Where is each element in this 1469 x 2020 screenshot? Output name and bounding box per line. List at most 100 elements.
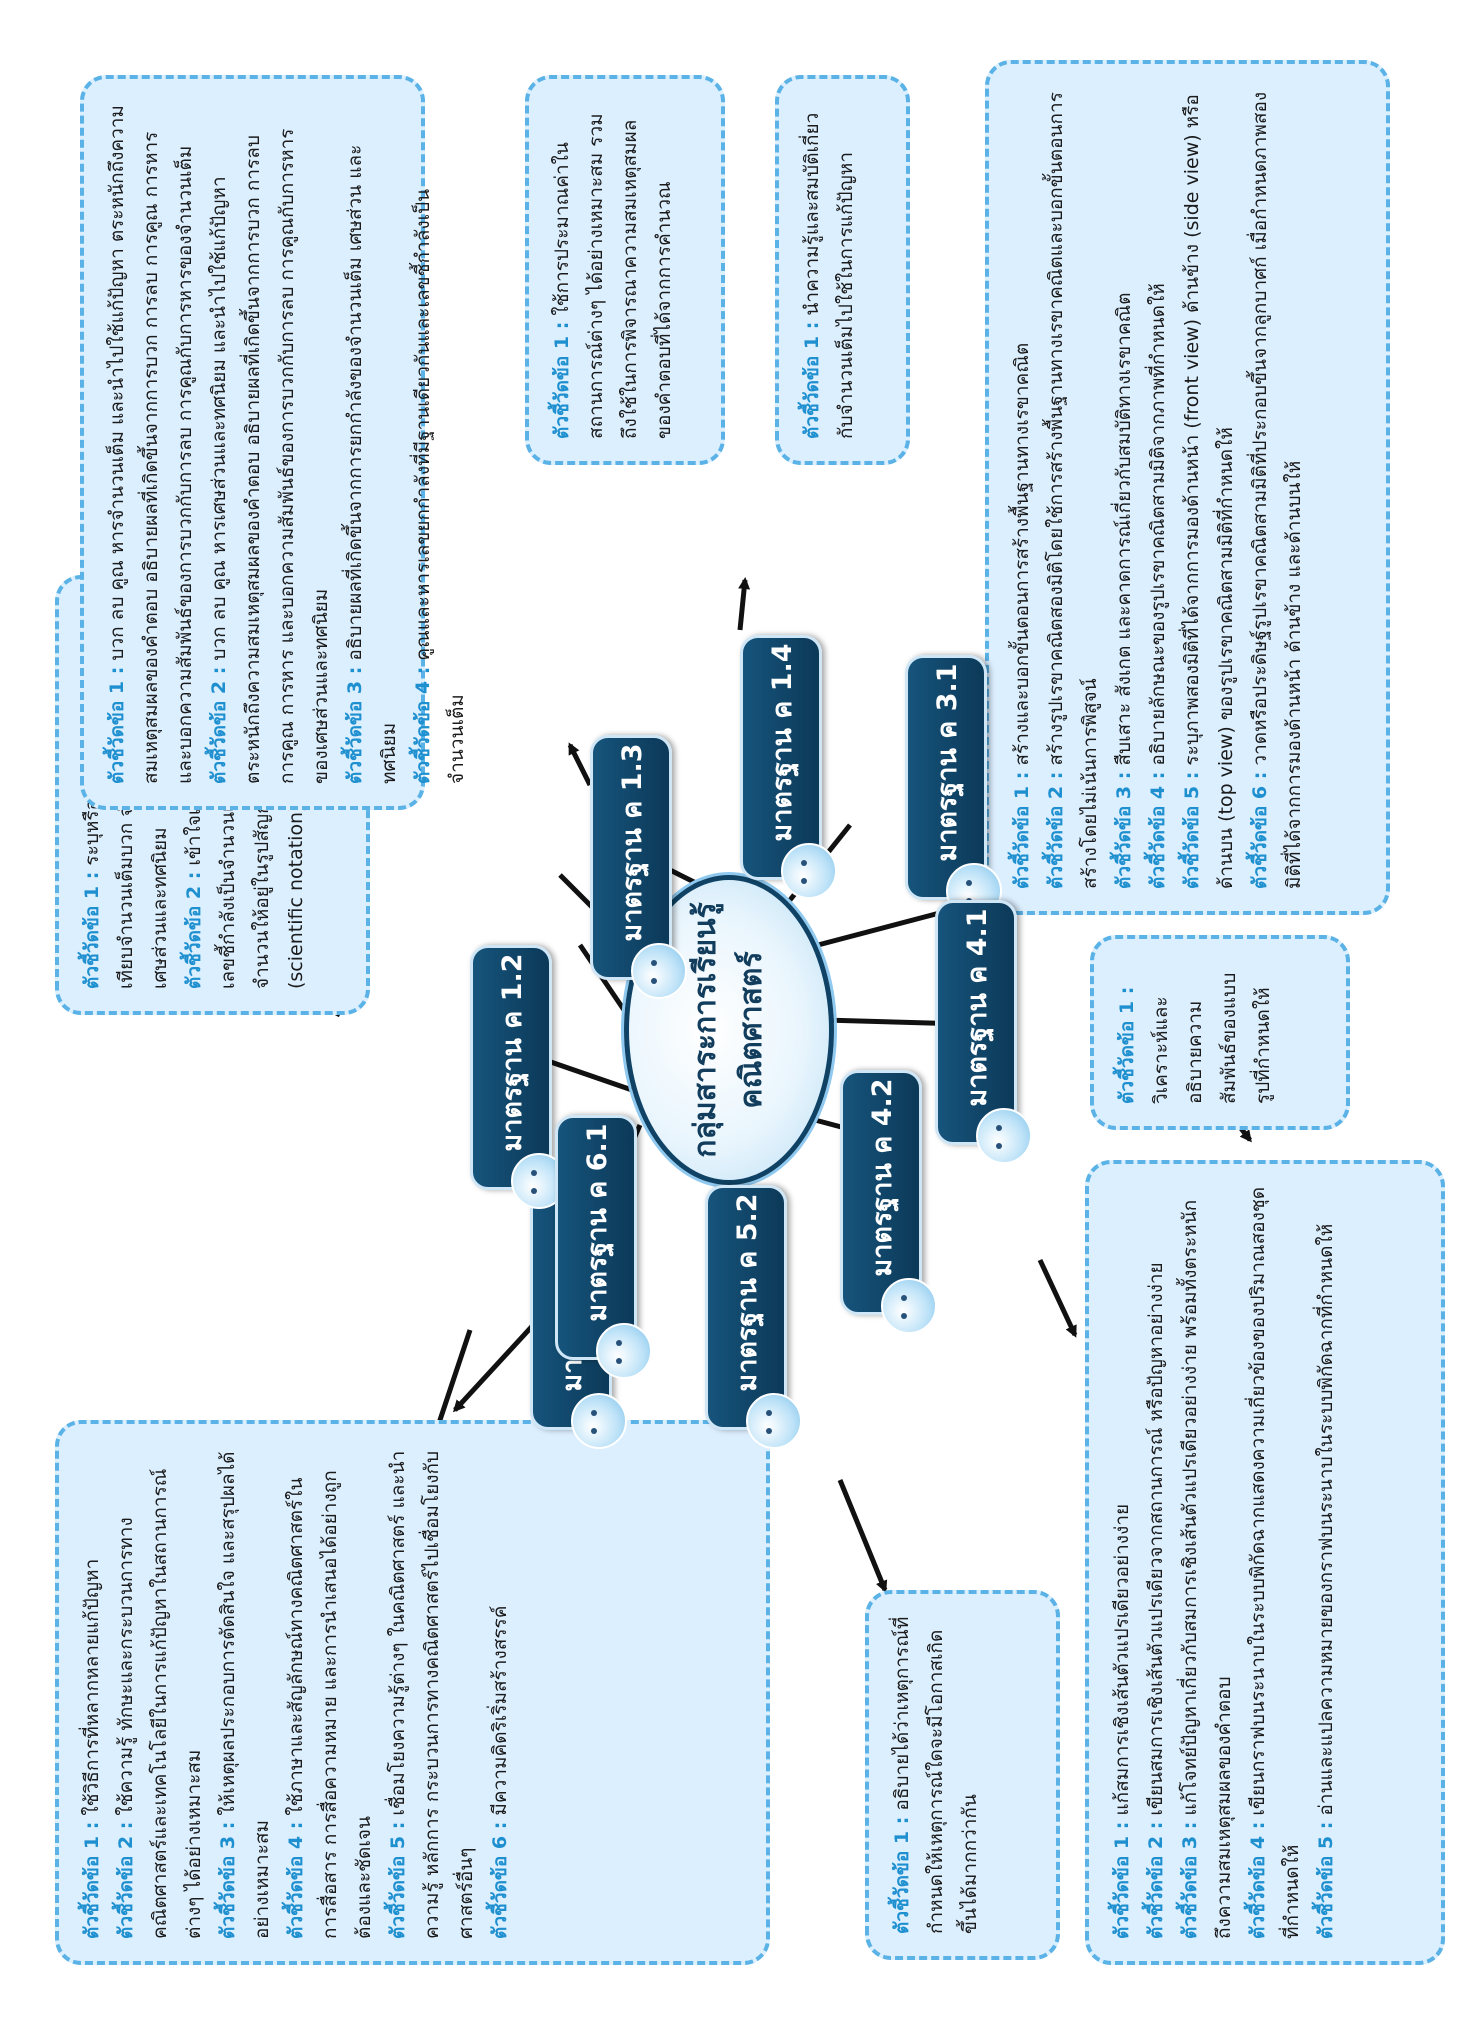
indicator-item: ตัวชี้วัดข้อ 1 : วิเคราะห์และอธิบายความส… — [1110, 961, 1280, 1104]
indicator-text: วิเคราะห์และอธิบายความสัมพันธ์ของแบบรูปท… — [1150, 972, 1274, 1104]
standard-node-1-2: มาตรฐาน ค 1.2 — [470, 945, 567, 1209]
indicator-text: ระบุภาพสองมิติที่ได้จากการมองด้านหน้า (f… — [1181, 94, 1237, 889]
indicator-box-1-3: ตัวชี้วัดข้อ 1 : ใช้การประมาณค่าในสถานกา… — [525, 75, 725, 465]
line-center-12 — [544, 1057, 633, 1093]
mascot-icon — [571, 1393, 627, 1449]
indicator-box-1-2: ตัวชี้วัดข้อ 1 : บวก ลบ คูณ หารจำนวนเต็ม… — [80, 75, 468, 810]
indicator-box-5-2: ตัวชี้วัดข้อ 1 : อธิบายได้ว่าเหตุการณ์ที… — [865, 1590, 1060, 1960]
indicator-label: ตัวชี้วัดข้อ 1 : — [551, 321, 573, 439]
arrow-52 — [837, 1479, 888, 1593]
indicator-item: ตัวชี้วัดข้อ 2 : สร้างรูปเรขาคณิตสองมิติ… — [1039, 86, 1107, 889]
indicator-item: ตัวชี้วัดข้อ 4 : คูณและหารเลขยกกำลังที่ม… — [406, 101, 474, 784]
mascot-icon — [976, 1108, 1032, 1164]
indicator-label: ตัวชี้วัดข้อ 3 : — [344, 666, 366, 784]
indicator-text: แก้สมการเชิงเส้นตัวแปรเดียวอย่างง่าย — [1111, 1503, 1133, 1816]
indicator-label: ตัวชี้วัดข้อ 1 : — [801, 321, 823, 439]
standard-label: มาตรฐาน ค 1.2 — [496, 953, 528, 1152]
indicator-item: ตัวชี้วัดข้อ 1 : อธิบายได้ว่าเหตุการณ์ที… — [885, 1616, 987, 1934]
center-subject: คณิตศาสตร์ — [734, 951, 769, 1109]
indicator-item: ตัวชี้วัดข้อ 1 : แก้สมการเชิงเส้นตัวแปรเ… — [1105, 1186, 1139, 1939]
indicator-label: ตัวชี้วัดข้อ 3 : — [1113, 771, 1135, 889]
standard-label: มาตรฐาน ค 5.2 — [731, 1193, 763, 1392]
indicator-text: วาดหรือประดิษฐ์รูปเรขาคณิตสามมิติที่ประก… — [1249, 91, 1305, 889]
indicator-item: ตัวชี้วัดข้อ 1 : ใช้การประมาณค่าในสถานกา… — [545, 101, 681, 439]
indicator-item: ตัวชี้วัดข้อ 3 : แก้โจทย์ปัญหาเกี่ยวกับส… — [1173, 1186, 1241, 1939]
indicator-item: ตัวชี้วัดข้อ 3 : อธิบายผลที่เกิดขึ้นจากก… — [338, 101, 406, 784]
indicator-box-4-1: ตัวชี้วัดข้อ 1 : วิเคราะห์และอธิบายความส… — [1090, 935, 1350, 1130]
indicator-text: มีความคิดริเริ่มสร้างสรรค์ — [489, 1605, 511, 1816]
indicator-item: ตัวชี้วัดข้อ 3 : สืบเสาะ สังเกต และคาดกา… — [1107, 86, 1141, 889]
standard-node-5-2: มาตรฐาน ค 5.2 — [705, 1185, 802, 1449]
arrow-14 — [737, 577, 751, 631]
standard-label: มาตรฐาน ค 4.2 — [866, 1078, 898, 1277]
indicator-label: ตัวชี้วัดข้อ 1 : — [81, 871, 103, 989]
indicator-label: ตัวชี้วัดข้อ 4 : — [1247, 1821, 1269, 1939]
indicator-label: ตัวชี้วัดข้อ 3 : — [1179, 1821, 1201, 1939]
indicator-box-6-1: ตัวชี้วัดข้อ 1 : ใช้วิธีการที่หลากหลายแก… — [55, 1420, 770, 1965]
indicator-box-4-2: ตัวชี้วัดข้อ 1 : แก้สมการเชิงเส้นตัวแปรเ… — [1085, 1160, 1445, 1965]
indicator-label: ตัวชี้วัดข้อ 2 : — [1145, 1821, 1167, 1939]
standard-node-6-1: มาตรฐาน ค 6.1 — [555, 1115, 652, 1379]
indicator-label: ตัวชี้วัดข้อ 2 : — [183, 871, 205, 989]
indicator-item: ตัวชี้วัดข้อ 5 : เชื่อมโยงความรู้ต่างๆ ใ… — [381, 1446, 483, 1939]
indicator-text: สร้างและบอกขั้นตอนการสร้างพื้นฐานทางเรขา… — [1011, 342, 1033, 766]
indicator-item: ตัวชี้วัดข้อ 2 : เขียนสมการเชิงเส้นตัวแป… — [1139, 1186, 1173, 1939]
arrow-42 — [1037, 1258, 1078, 1338]
standard-label: มาตรฐาน ค 3.1 — [931, 663, 963, 862]
mascot-icon — [631, 943, 687, 999]
indicator-text: ใช้วิธีการที่หลากหลายแก้ปัญหา — [81, 1558, 103, 1816]
indicator-box-1-4: ตัวชี้วัดข้อ 1 : นำความรู้และสมบัติเกี่ย… — [775, 75, 910, 465]
indicator-item: ตัวชี้วัดข้อ 5 : ระบุภาพสองมิติที่ได้จาก… — [1175, 86, 1243, 889]
indicator-label: ตัวชี้วัดข้อ 6 : — [1249, 771, 1271, 889]
indicator-label: ตัวชี้วัดข้อ 5 : — [1181, 771, 1203, 889]
standard-label: มาตรฐาน ค 4.1 — [961, 908, 993, 1107]
indicator-label: ตัวชี้วัดข้อ 1 : — [1111, 1821, 1133, 1939]
indicator-item: ตัวชี้วัดข้อ 1 : นำความรู้และสมบัติเกี่ย… — [795, 101, 863, 439]
indicator-text: เขียนสมการเชิงเส้นตัวแปรเดียวจากสถานการณ… — [1145, 1262, 1167, 1816]
indicator-label: ตัวชี้วัดข้อ 1 : — [81, 1821, 103, 1939]
indicator-item: ตัวชี้วัดข้อ 6 : วาดหรือประดิษฐ์รูปเรขาค… — [1243, 86, 1311, 889]
mascot-icon — [746, 1393, 802, 1449]
center-title: กลุ่มสาระการเรียนรู้ — [688, 902, 723, 1158]
indicator-text: สร้างรูปเรขาคณิตสองมิติโดยใช้การสร้างพื้… — [1045, 92, 1101, 889]
indicator-item: ตัวชี้วัดข้อ 4 : ใช้ภาษาและสัญลักษณ์ทางค… — [279, 1446, 381, 1939]
indicator-label: ตัวชี้วัดข้อ 5 : — [387, 1821, 409, 1939]
standard-label: มาตรฐาน ค 6.1 — [581, 1123, 613, 1322]
indicator-label: ตัวชี้วัดข้อ 1 : — [891, 1816, 913, 1934]
indicator-label: ตัวชี้วัดข้อ 5 : — [1315, 1821, 1337, 1939]
indicator-item: ตัวชี้วัดข้อ 2 : ใช้ความรู้ ทักษะและกระบ… — [109, 1446, 211, 1939]
standard-node-1-4: มาตรฐาน ค 1.4 — [740, 635, 837, 899]
standard-label: มาตรฐาน ค 1.3 — [616, 743, 648, 942]
indicator-label: ตัวชี้วัดข้อ 1 : — [106, 666, 128, 784]
indicator-text: สืบเสาะ สังเกต และคาดการณ์เกี่ยวกับสมบัต… — [1113, 292, 1135, 766]
standard-node-1-3: มาตรฐาน ค 1.3 — [590, 735, 687, 999]
indicator-label: ตัวชี้วัดข้อ 2 : — [208, 666, 230, 784]
mascot-icon — [881, 1278, 937, 1334]
indicator-label: ตัวชี้วัดข้อ 4 : — [412, 666, 434, 784]
indicator-label: ตัวชี้วัดข้อ 2 : — [115, 1821, 137, 1939]
indicator-label: ตัวชี้วัดข้อ 4 : — [1147, 771, 1169, 889]
indicator-item: ตัวชี้วัดข้อ 1 : ใช้วิธีการที่หลากหลายแก… — [75, 1446, 109, 1939]
arrow-13 — [567, 742, 593, 787]
indicator-item: ตัวชี้วัดข้อ 5 : อ่านและแปลความหมายของกร… — [1309, 1186, 1343, 1939]
indicator-box-3-1: ตัวชี้วัดข้อ 1 : สร้างและบอกขั้นตอนการสร… — [985, 60, 1390, 915]
arrow-11 — [432, 1329, 473, 1438]
indicator-item: ตัวชี้วัดข้อ 4 : เขียนกราฟบนระนาบในระบบพ… — [1241, 1186, 1309, 1939]
indicator-label: ตัวชี้วัดข้อ 2 : — [1045, 771, 1067, 889]
standard-label: มาตรฐาน ค 1.4 — [766, 643, 798, 842]
indicator-label: ตัวชี้วัดข้อ 4 : — [285, 1821, 307, 1939]
indicator-label: ตัวชี้วัดข้อ 1 : — [1011, 771, 1033, 889]
indicator-label: ตัวชี้วัดข้อ 1 : — [1116, 986, 1138, 1104]
indicator-item: ตัวชี้วัดข้อ 3 : ให้เหตุผลประกอบการตัดสิ… — [211, 1446, 279, 1939]
indicator-label: ตัวชี้วัดข้อ 6 : — [489, 1821, 511, 1939]
indicator-item: ตัวชี้วัดข้อ 1 : สร้างและบอกขั้นตอนการสร… — [1005, 86, 1039, 889]
standard-node-4-1: มาตรฐาน ค 4.1 — [935, 900, 1032, 1164]
standard-node-4-2: มาตรฐาน ค 4.2 — [840, 1070, 937, 1334]
standard-node-3-1: มาตรฐาน ค 3.1 — [905, 655, 1002, 919]
mascot-icon — [781, 843, 837, 899]
indicator-text: อ่านและแปลความหมายของกราฟบนระนาบในระบบพิ… — [1315, 1223, 1337, 1816]
indicator-item: ตัวชี้วัดข้อ 6 : มีความคิดริเริ่มสร้างสร… — [483, 1446, 517, 1939]
mascot-icon — [596, 1323, 652, 1379]
indicator-item: ตัวชี้วัดข้อ 1 : บวก ลบ คูณ หารจำนวนเต็ม… — [100, 101, 202, 784]
